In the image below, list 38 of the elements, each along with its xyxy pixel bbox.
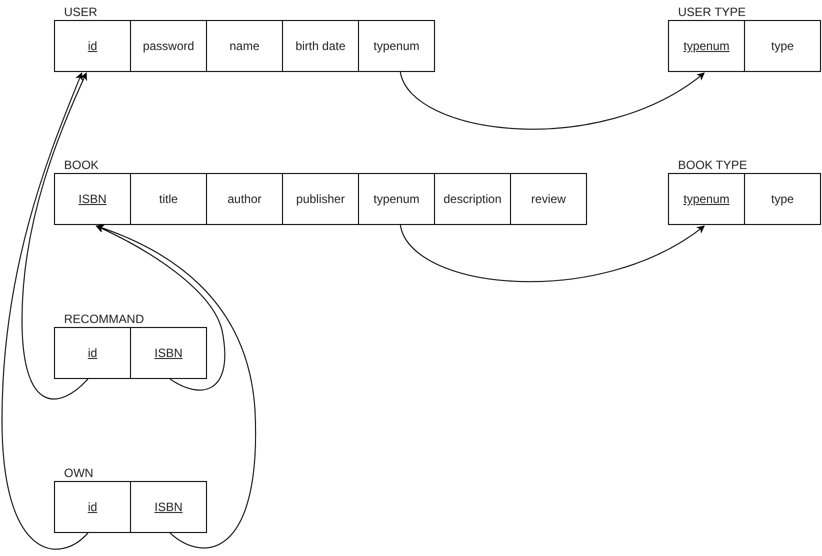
column-cell: birth date [282,20,359,72]
column-cell: password [130,20,207,72]
arrow [22,72,88,400]
table [54,466,207,533]
table-title: BOOK TYPE [678,158,748,172]
column-cell: name [206,20,283,72]
column-cell: description [434,173,511,225]
key-column-cell: ISBN [130,327,207,379]
key-column-cell: ISBN [130,481,207,533]
key-column-cell: typenum [668,173,745,225]
column-cell: typenum [358,20,435,72]
table [54,5,435,72]
arrow [400,224,705,282]
table-title: USER TYPE [678,5,746,19]
column-cell: publisher [282,173,359,225]
arrow [400,72,705,130]
table-title: RECOMMAND [64,312,144,326]
table [668,158,821,225]
column-cell: typenum [358,173,435,225]
key-column-cell: id [54,327,131,379]
table [54,158,587,225]
column-cell: title [130,173,207,225]
key-column-cell: typenum [668,20,745,72]
key-column-cell: id [54,481,131,533]
column-cell: type [744,173,821,225]
column-cell: author [206,173,283,225]
arrow [96,224,256,548]
table-title: USER [64,5,98,19]
column-cell: type [744,20,821,72]
table-title: OWN [64,466,94,480]
key-column-cell: id [54,20,131,72]
column-cell: review [510,173,587,225]
arrow [2,72,88,550]
table-title: BOOK [64,158,99,172]
table [54,312,207,379]
key-column-cell: ISBN [54,173,131,225]
arrow [96,225,226,391]
table [668,5,821,72]
